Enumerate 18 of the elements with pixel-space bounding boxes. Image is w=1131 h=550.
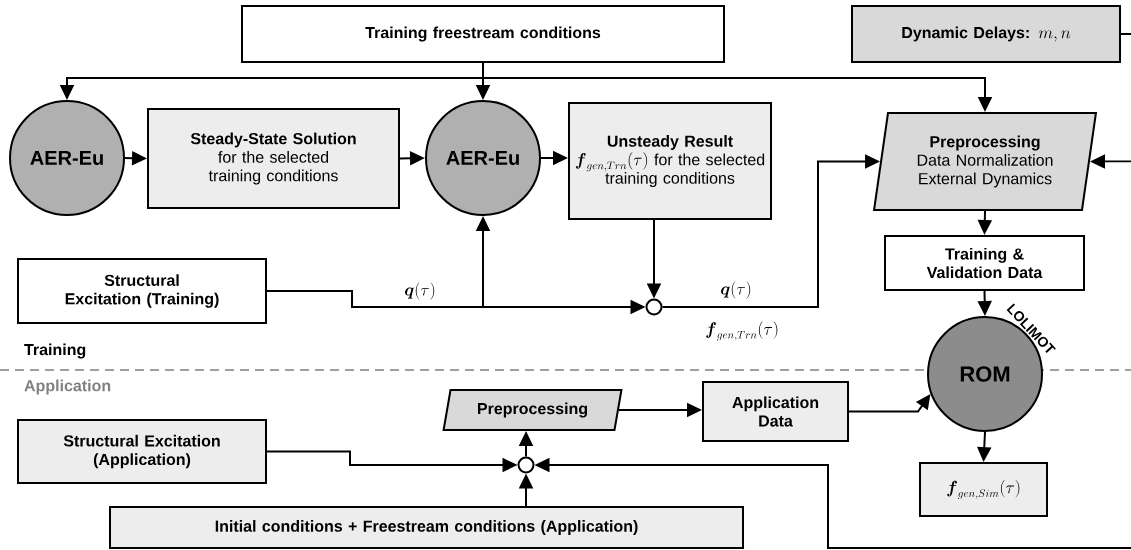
process-box: Steady-State Solution for the selected training conditions	[147, 108, 400, 209]
section-label: Training	[24, 343, 86, 359]
parameter-box: Dynamic Delays: $m, n$	[851, 5, 1121, 63]
junction-circle	[645, 298, 663, 316]
output-box: $\boldsymbol{f}_{gen,Sim}(\tau)$	[919, 462, 1048, 517]
section-label: Application	[24, 379, 111, 395]
input-box: Training freestream conditions	[241, 5, 725, 63]
input-box: Structural Excitation (Training)	[17, 258, 267, 324]
result-box: Unsteady Result $\boldsymbol{f}_{gen,Trn}(\tau)$ for the selected training conditions	[568, 102, 772, 220]
data-box: Application Data	[702, 381, 849, 442]
edge-label: $\boldsymbol{q}(\tau)$	[403, 281, 437, 301]
input-box: Initial conditions + Freestream conditions (Application)	[109, 506, 744, 549]
junction-circle	[517, 456, 535, 474]
preprocessing-box: Preprocessing	[442, 389, 623, 431]
edge-label: $\boldsymbol{q}(\tau)$	[719, 280, 753, 300]
signal-label: $\boldsymbol{f}_{gen,Trn}(\tau)$	[706, 321, 778, 341]
input-box: Structural Excitation (Application)	[17, 419, 267, 484]
data-box: Training & Validation Data	[884, 235, 1085, 291]
